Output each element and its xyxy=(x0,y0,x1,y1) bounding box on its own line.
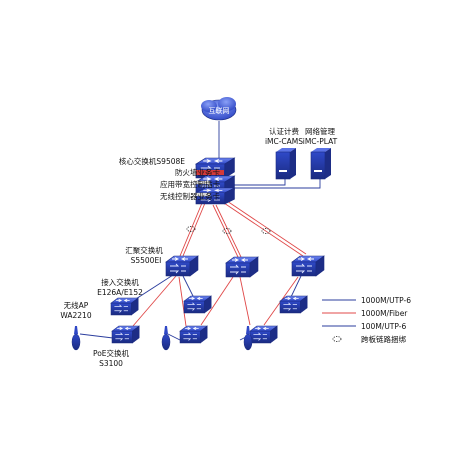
server-cams-label-1: 认证计费 xyxy=(269,127,299,136)
poe-switch xyxy=(179,325,208,344)
server-plat-label-2: iMC-PLAT xyxy=(302,137,338,146)
wireless-ap-label-2: WA2210 xyxy=(60,311,92,320)
bandwidth-card xyxy=(195,180,211,185)
wireless-ap xyxy=(161,325,171,351)
link-bundle-marker xyxy=(186,226,196,232)
poe-switch-label-2: S3100 xyxy=(99,359,123,368)
legend-label-utp100: 100M/UTP-6 xyxy=(361,322,407,331)
aggregation-switch-label-1: 汇聚交换机 xyxy=(125,246,163,255)
firewall-card xyxy=(196,170,224,175)
link-core-server-1 xyxy=(233,177,286,186)
legend-swatch-bundle xyxy=(332,336,342,342)
bandwidth-card-label: 应用带宽控制插卡 xyxy=(160,180,220,189)
link-agg-access xyxy=(239,276,251,326)
access-switch-label-1: 接入交换机 xyxy=(101,278,139,287)
server-plat-label-1: 网络管理 xyxy=(305,127,335,136)
aggregation-switch-label-2: S5500EI xyxy=(130,256,162,265)
aggregation-switch-3 xyxy=(291,255,325,277)
link-agg-access xyxy=(178,276,187,327)
link-agg-access xyxy=(200,276,234,326)
wireless-controller-card-label: 无线控制器业务卡 xyxy=(160,192,220,201)
link-agg-access xyxy=(132,275,177,327)
legend xyxy=(322,299,356,342)
wireless-ap-label-1: 无线AP xyxy=(63,301,89,310)
poe-switch-label-1: PoE交换机 xyxy=(92,349,130,358)
aggregation-switch-1 xyxy=(165,255,199,277)
link-core-agg-left xyxy=(179,202,206,257)
access-switch xyxy=(183,295,212,314)
server-cams-label-2: iMC-CAMS xyxy=(264,137,304,146)
access-switch-label-2: E126A/E152 xyxy=(97,288,143,297)
link-core-server-2 xyxy=(233,177,321,189)
server-plat xyxy=(310,148,331,180)
link-poe-ap xyxy=(79,333,114,339)
legend-label-bundle: 跨板链路捆绑 xyxy=(361,335,406,344)
link-core-agg-mid xyxy=(212,204,242,258)
aggregation-switch-2 xyxy=(225,256,259,278)
link-agg-access xyxy=(290,275,302,298)
link-poe-ap xyxy=(167,333,181,341)
access-switch xyxy=(110,297,139,316)
wireless-controller-card xyxy=(195,192,211,197)
server-cams xyxy=(275,148,296,180)
link-agg-access xyxy=(182,275,195,299)
access-switch xyxy=(279,295,308,314)
internet-label: 互联网 xyxy=(209,106,230,115)
wireless-ap xyxy=(71,325,81,351)
link-bundle-marker xyxy=(222,228,232,234)
internet-cloud: 互联网 xyxy=(201,97,237,121)
poe-switch xyxy=(111,325,140,344)
legend-label-utp1000: 1000M/UTP-6 xyxy=(361,296,411,305)
link-bundle-marker xyxy=(261,228,271,234)
core-switch xyxy=(195,157,235,205)
wireless-ap xyxy=(243,325,253,351)
poe-switch xyxy=(249,325,278,344)
core-switch-label: 核心交换机S9508E xyxy=(118,157,185,166)
legend-label-fiber: 1000M/Fiber xyxy=(361,309,408,318)
firewall-card-label: 防火墙业务卡 xyxy=(175,168,220,177)
